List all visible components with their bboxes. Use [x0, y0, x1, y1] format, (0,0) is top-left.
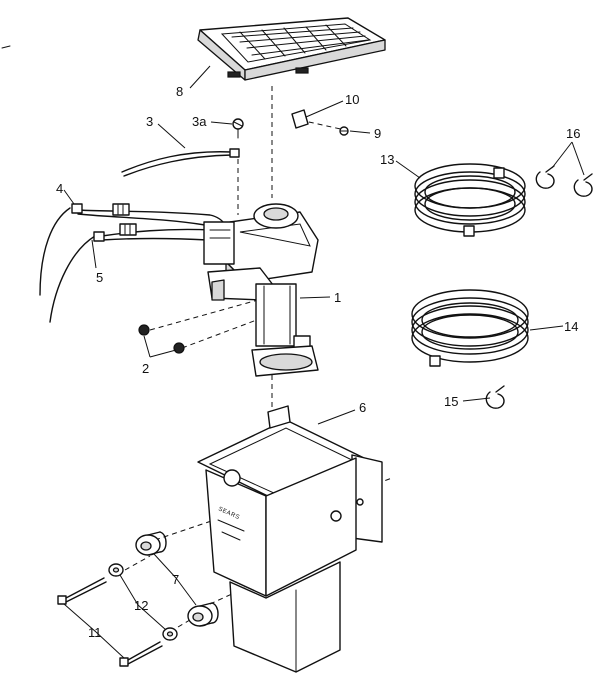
label-part-3: 3 — [146, 114, 153, 129]
wire-lead-upper — [39, 203, 232, 296]
label-part-8: 8 — [176, 84, 183, 99]
coiled-hose-lower — [411, 289, 529, 367]
storage-bin: SEARS — [197, 405, 383, 673]
label-part-6: 6 — [359, 400, 366, 415]
label-part-16: 16 — [566, 126, 580, 141]
label-part-2: 2 — [142, 361, 149, 376]
grommets — [138, 324, 185, 354]
label-part-4: 4 — [56, 181, 63, 196]
grid-tray — [197, 17, 386, 81]
mounting-screw — [232, 118, 244, 139]
hose-clamp-single — [485, 385, 505, 409]
label-part-11: 11 — [88, 625, 102, 640]
wire-lead-lower — [49, 223, 213, 323]
label-part-5: 5 — [96, 270, 103, 285]
label-part-13: 13 — [380, 152, 394, 167]
label-part-7: 7 — [172, 572, 179, 587]
label-part-10: 10 — [345, 92, 359, 107]
label-part-1: 1 — [334, 290, 341, 305]
small-screw — [339, 126, 349, 136]
label-part-12: 12 — [134, 598, 148, 613]
rubber-bumper-lower — [187, 602, 219, 627]
tray-grid — [231, 24, 369, 60]
bolt-lower — [119, 641, 163, 667]
label-part-15: 15 — [444, 394, 458, 409]
bolt-upper — [57, 577, 107, 605]
clip-bracket — [291, 109, 309, 129]
motor-pump-assembly — [203, 203, 319, 377]
label-part-3a: 3a — [192, 114, 207, 129]
scan-mark — [1, 45, 11, 49]
washer-lower — [162, 627, 178, 641]
sensor-cable — [121, 148, 240, 177]
label-part-14: 14 — [564, 319, 578, 334]
coiled-hose-upper — [414, 163, 526, 237]
washer-upper — [108, 563, 124, 577]
part-number-labels: 8 3 3a 10 9 13 16 4 5 1 14 2 15 6 7 12 1… — [56, 84, 580, 640]
rubber-bumper-upper — [135, 531, 167, 556]
label-part-9: 9 — [374, 126, 381, 141]
hose-clamps-pair — [535, 165, 593, 197]
leader-lines — [63, 65, 585, 659]
